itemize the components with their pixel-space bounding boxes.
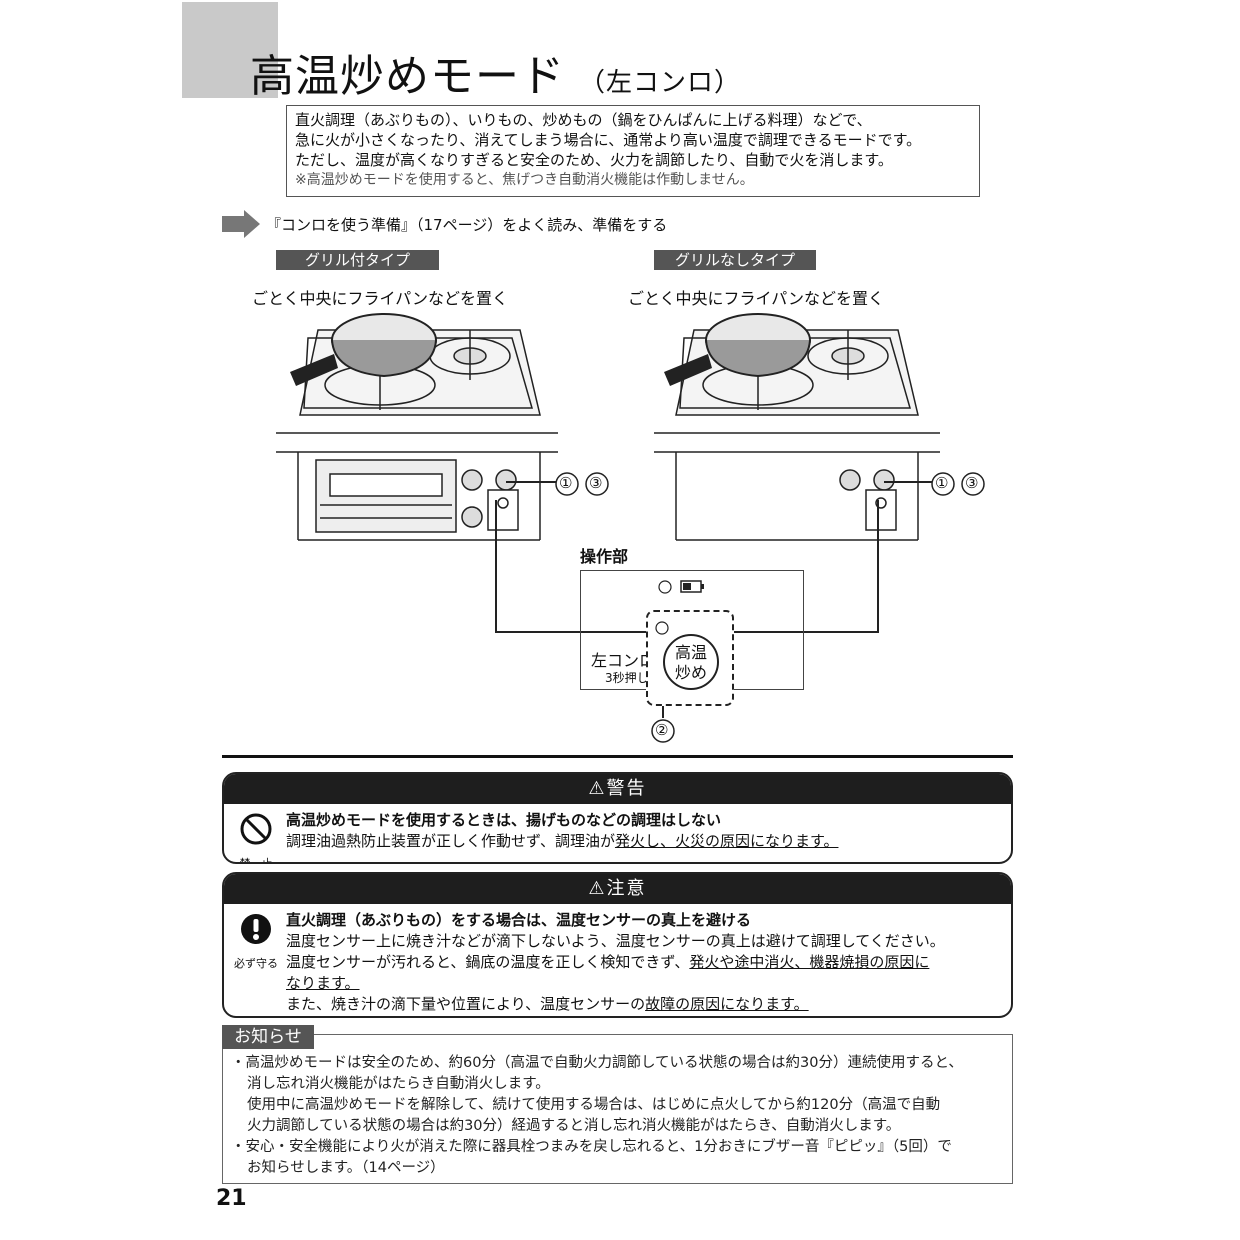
callout-leaders: [495, 481, 932, 718]
prohibited-icon: 禁 止: [232, 812, 280, 864]
warning-text-underlined: 発火し、火災の原因になります。: [614, 832, 839, 850]
callout-circles: [555, 472, 985, 743]
notice-line: 火力調節している状態の場合は約30分）経過すると消し忘れ消火機能がはたらき、自動…: [247, 1118, 901, 1134]
prep-step: 『コンロを使う準備』（17ページ）をよく読み、準備をする: [222, 210, 667, 238]
notice-line: 使用中に高温炒めモードを解除して、続けて使用する場合は、はじめに点火してから約1…: [247, 1097, 941, 1113]
notice-line: ・安心・安全機能により火が消えた際に器具栓つまみを戻し忘れると、1分おきにブザー…: [231, 1139, 952, 1155]
caution-line-underlined: なります。: [286, 974, 360, 992]
intro-box: 直火調理（あぶりもの）、いりもの、炒めもの（鍋をひんぱんに上げる料理）などで、 …: [286, 105, 980, 197]
highlight-dashed-frame: [646, 610, 734, 706]
caution-header: ⚠注意: [224, 874, 1011, 904]
battery-icon: [658, 580, 704, 594]
caution-line: 温度センサー上に焼き汁などが滴下しないよう、温度センサーの真上は避けて調理してく…: [286, 932, 945, 950]
warning-body: 禁 止 高温炒めモードを使用するときは、揚げものなどの調理はしない 調理油過熱防…: [224, 804, 1011, 862]
warning-heading: 高温炒めモードを使用するときは、揚げものなどの調理はしない: [286, 811, 722, 829]
mandatory-icon: 必ず守る: [232, 912, 280, 974]
page-title: 高温炒めモード（左コンロ）: [250, 51, 742, 102]
caution-line-underlined: 発火や途中消火、機器焼損の原因に: [689, 953, 930, 971]
callout-1-right: ①: [935, 474, 949, 492]
operation-panel-label: 操作部: [580, 547, 629, 566]
caution-line-underlined: 故障の原因になります。: [645, 995, 809, 1013]
press-3sec-label: 3秒押し: [605, 671, 649, 685]
caution-box: ⚠注意 必ず守る 直火調理（あぶりもの）をする場合は、温度センサーの真上を避ける…: [222, 872, 1013, 1018]
intro-line: 直火調理（あぶりもの）、いりもの、炒めもの（鍋をひんぱんに上げる料理）などで、: [295, 111, 872, 129]
notice-line: ・高温炒めモードは安全のため、約60分（高温で自動火力調節している状態の場合は約…: [231, 1055, 963, 1071]
right-frying-pan: [664, 313, 811, 386]
button-label-line1: 高温: [674, 643, 707, 662]
callout-1-left: ①: [559, 474, 573, 492]
warning-text: 調理油過熱防止装置が正しく作動せず、調理油が: [286, 832, 615, 850]
left-burner-label: 左コンロ: [591, 651, 656, 670]
page-number: 21: [216, 1186, 247, 1211]
section-divider: [222, 755, 1013, 758]
prep-text: 『コンロを使う準備』（17ページ）をよく読み、準備をする: [266, 215, 668, 234]
caution-body: 必ず守る 直火調理（あぶりもの）をする場合は、温度センサーの真上を避ける 温度セ…: [224, 904, 1011, 1016]
button-label-line2: 炒め: [674, 663, 707, 682]
callout-3-right: ③: [965, 474, 979, 492]
intro-note: ※高温炒めモードを使用すると、焦げつき自動消火機能は作動しません。: [295, 172, 754, 188]
notice-line: 消し忘れ消火機能がはたらき自動消火します。: [247, 1076, 550, 1092]
intro-line: ただし、温度が高くなりすぎると安全のため、火力を調節したり、自動で火を消します。: [295, 151, 893, 169]
left-frying-pan: [290, 313, 437, 386]
no-grill-type-tag: グリルなしタイプ: [654, 250, 816, 270]
warning-header: ⚠警告: [224, 774, 1011, 804]
page-subtitle: （左コンロ）: [579, 68, 742, 98]
header-tab-decoration: [182, 2, 278, 98]
indicator-lamp-icon: [655, 621, 669, 635]
notice-line: お知らせします。（14ページ）: [247, 1160, 445, 1176]
right-cabinet: [654, 451, 940, 541]
notice-tag: お知らせ: [222, 1025, 314, 1049]
high-temp-stirfry-button[interactable]: 高温 炒め: [663, 634, 719, 690]
no-grill-type-caption: ごとく中央にフライパンなどを置く: [628, 289, 885, 308]
left-cabinet: [276, 451, 558, 541]
prohibited-label: 禁 止: [239, 857, 273, 864]
caution-heading: 直火調理（あぶりもの）をする場合は、温度センサーの真上を避ける: [286, 911, 752, 929]
stove-illustration: [276, 313, 985, 743]
notice-box: ・高温炒めモードは安全のため、約60分（高温で自動火力調節している状態の場合は約…: [222, 1034, 1013, 1184]
warning-box: ⚠警告 禁 止 高温炒めモードを使用するときは、揚げものなどの調理はしない 調理…: [222, 772, 1013, 864]
caution-line: また、焼き汁の滴下量や位置により、温度センサーの: [286, 995, 646, 1013]
callout-2: ②: [655, 721, 669, 739]
grill-type-tag: グリル付タイプ: [276, 250, 439, 270]
caution-line: 温度センサーが汚れると、鍋底の温度を正しく検知できず、: [286, 953, 690, 971]
intro-line: 急に火が小さくなったり、消えてしまう場合に、通常より高い温度で調理できるモードで…: [295, 131, 922, 149]
mandatory-label: 必ず守る: [234, 957, 278, 970]
callout-3-left: ③: [589, 474, 603, 492]
arrow-right-icon: [222, 210, 260, 238]
grill-type-caption: ごとく中央にフライパンなどを置く: [252, 289, 509, 308]
